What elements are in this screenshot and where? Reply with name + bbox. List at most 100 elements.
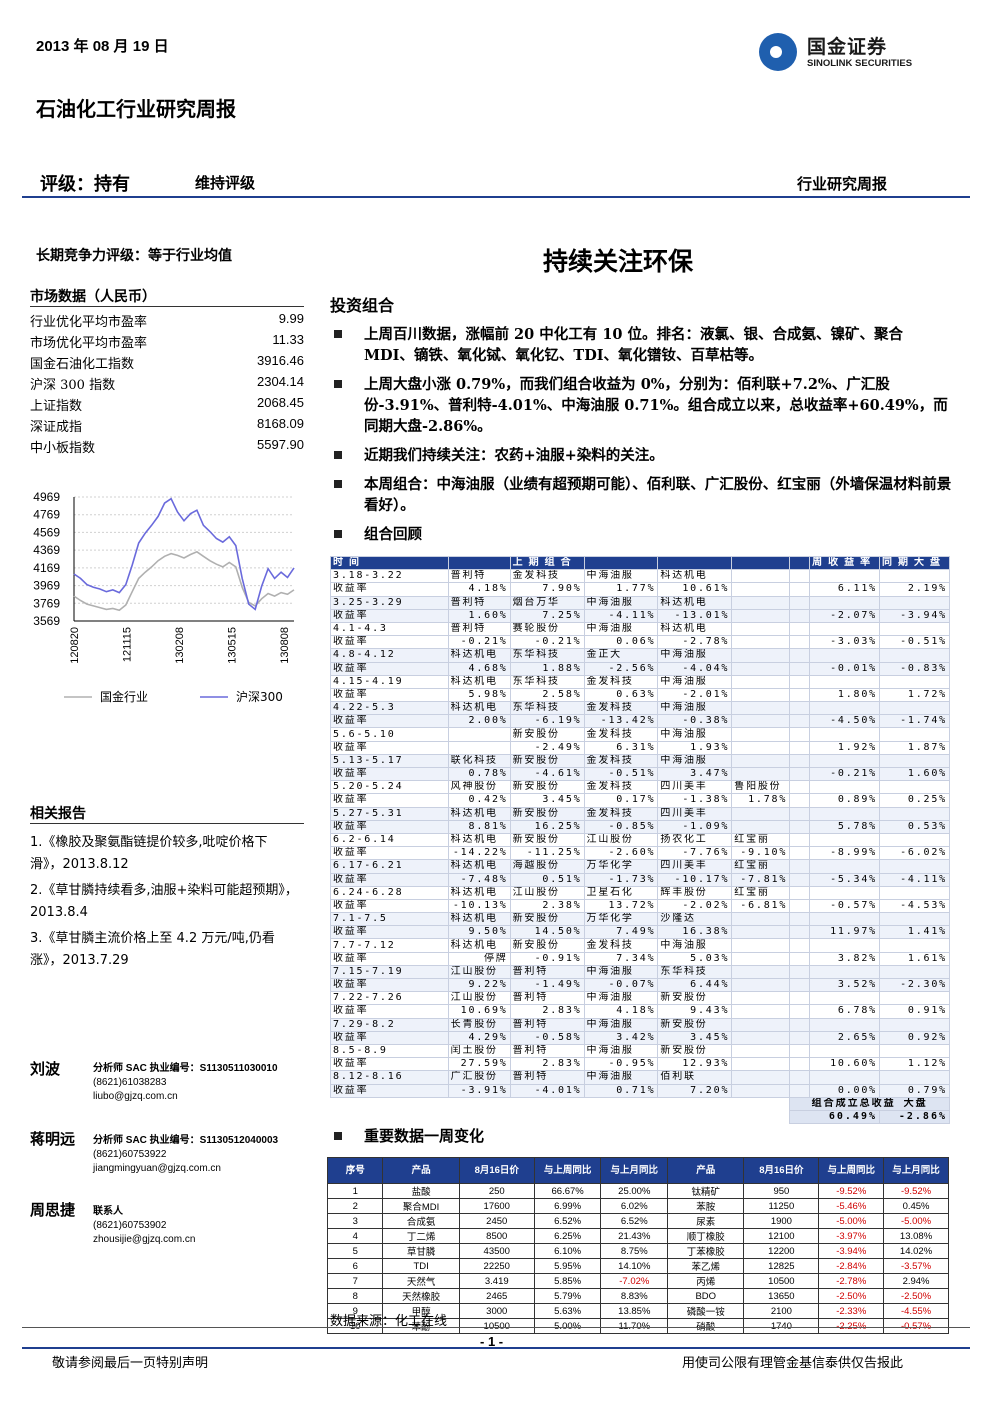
portfolio-cell: 2.58% xyxy=(509,687,585,703)
portfolio-cell xyxy=(789,912,811,927)
portfolio-cell: 海越股份 xyxy=(509,859,585,874)
portfolio-cell xyxy=(789,701,811,716)
weekly-cell: 7 xyxy=(326,1273,384,1289)
weekly-cell: 天然橡胶 xyxy=(382,1288,460,1304)
portfolio-cell: 5.27-5.31 xyxy=(330,806,449,821)
weekly-header-cell: 与上周同比 xyxy=(533,1157,602,1184)
weekly-cell: 6.02% xyxy=(600,1198,669,1214)
market-data-label: 国金石油化工指数 xyxy=(30,357,135,372)
y-tick-label: 4169 xyxy=(33,561,60,575)
weekly-cell: 钛精矿 xyxy=(667,1183,745,1199)
portfolio-cell: 4.15-4.19 xyxy=(330,674,449,689)
portfolio-cell xyxy=(789,1070,811,1085)
weekly-cell: BDO xyxy=(667,1288,745,1304)
portfolio-cell: 收益率 xyxy=(330,846,449,861)
portfolio-cell: 中海油服 xyxy=(583,1070,659,1085)
portfolio-cell xyxy=(809,991,880,1006)
weekly-cell: 8 xyxy=(326,1288,384,1304)
portfolio-cell: 0.89% xyxy=(809,793,880,808)
portfolio-cell: -2.60% xyxy=(583,846,659,861)
weekly-cell: 4 xyxy=(326,1228,384,1244)
portfolio-cell: -13.01% xyxy=(657,608,733,623)
portfolio-cell: 科达机电 xyxy=(657,569,733,584)
portfolio-cell: 新安股份 xyxy=(509,727,585,742)
portfolio-cell xyxy=(789,898,811,914)
portfolio-cell: 中海油服 xyxy=(583,595,659,610)
portfolio-header-cell xyxy=(583,555,659,571)
portfolio-row: 收益率停牌-0.91%7.34%5.03%3.82%1.61% xyxy=(330,951,950,966)
portfolio-cell: 0.25% xyxy=(879,793,950,808)
weekly-cell: 10 xyxy=(326,1318,384,1334)
portfolio-cell: 7.7-7.12 xyxy=(330,938,449,953)
weekly-cell: 苯胺 xyxy=(667,1198,745,1214)
portfolio-cell: 1.60% xyxy=(879,766,950,782)
portfolio-cell xyxy=(731,819,791,834)
portfolio-cell xyxy=(731,569,791,584)
weekly-cell: 17600 xyxy=(458,1198,535,1214)
portfolio-cell xyxy=(879,912,950,927)
portfolio-cell: 中海油服 xyxy=(583,964,659,980)
x-tick-label: 130208 xyxy=(174,627,186,664)
weekly-cell: 14.10% xyxy=(600,1258,669,1274)
portfolio-cell: 科达机电 xyxy=(447,832,511,848)
series-line xyxy=(73,550,295,612)
portfolio-cell: 收益率 xyxy=(330,766,449,782)
market-data-value: 5597.90 xyxy=(257,437,304,452)
portfolio-header-cell: 同 期 大 盘 xyxy=(879,555,950,571)
portfolio-cell: -0.57% xyxy=(809,898,880,914)
portfolio-total-values: 60.49%-2.86% xyxy=(331,1109,950,1125)
weekly-cell: 14.02% xyxy=(883,1243,949,1259)
portfolio-cell xyxy=(731,951,791,966)
portfolio-cell: 金发科技 xyxy=(583,780,659,795)
portfolio-cell: 科达机电 xyxy=(447,674,511,689)
portfolio-cell: 赛轮股份 xyxy=(509,621,585,637)
weekly-cell: 5 xyxy=(326,1243,384,1259)
portfolio-cell: -1.74% xyxy=(879,714,950,729)
portfolio-cell: -2.07% xyxy=(809,608,880,623)
portfolio-cell xyxy=(809,648,880,663)
legend-label: 国金行业 xyxy=(100,689,148,704)
portfolio-cell: -9.10% xyxy=(731,846,791,861)
bullet-2: 上周大盘小涨 0.79%，而我们组合收益为 0%，分别为：佰利联+7.2%、广汇… xyxy=(332,374,954,437)
portfolio-cell: -0.85% xyxy=(583,819,659,834)
portfolio-cell xyxy=(731,1070,791,1085)
portfolio-cell: 四川美丰 xyxy=(657,806,733,821)
weekly-cell: 8.75% xyxy=(600,1243,669,1259)
portfolio-cell: 收益率 xyxy=(330,582,449,597)
weekly-cell: 5.95% xyxy=(533,1258,602,1274)
portfolio-cell xyxy=(447,727,511,742)
weekly-cell: 6.10% xyxy=(533,1243,602,1259)
portfolio-cell: 11.97% xyxy=(809,925,880,940)
rating-note: 维持评级 xyxy=(195,174,256,192)
weekly-cell: -2.25% xyxy=(818,1318,885,1334)
portfolio-cell xyxy=(789,793,811,808)
market-data-value: 2304.14 xyxy=(257,374,304,389)
weekly-cell: -2.33% xyxy=(818,1303,885,1319)
portfolio-cell xyxy=(731,938,791,953)
portfolio-cell xyxy=(731,608,791,623)
weekly-cell: -5.00% xyxy=(818,1213,885,1229)
portfolio-cell xyxy=(731,674,791,689)
legend-label: 沪深300 xyxy=(236,690,283,704)
portfolio-cell: 7.1-7.5 xyxy=(330,912,449,927)
report-title: 石油化工行业研究周报 xyxy=(36,97,236,121)
weekly-cell: 5.79% xyxy=(533,1288,602,1304)
portfolio-cell xyxy=(789,819,811,834)
weekly-cell: 66.67% xyxy=(533,1183,602,1199)
portfolio-cell xyxy=(731,595,791,610)
portfolio-cell xyxy=(789,832,811,848)
